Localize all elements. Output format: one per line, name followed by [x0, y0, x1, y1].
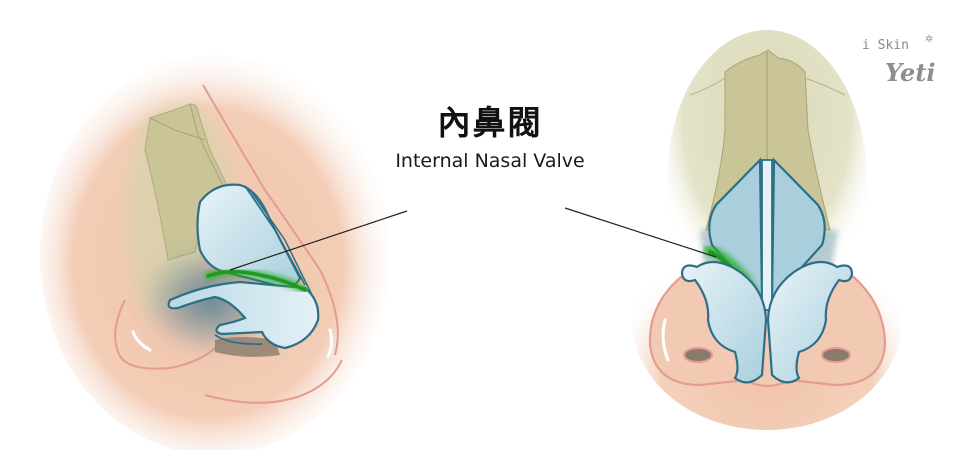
- lower-lateral-cartilage-right: [766, 260, 854, 384]
- lower-lateral-cartilage-left: [680, 260, 768, 384]
- title-english: Internal Nasal Valve: [395, 150, 585, 172]
- frontal-nose-illustration: [564, 30, 902, 430]
- septum: [761, 159, 773, 311]
- watermark-line2: Yeti: [885, 58, 936, 87]
- internal-nasal-valve-left: [206, 270, 307, 292]
- watermark-line1: i Skin: [862, 38, 909, 53]
- nostril-left: [683, 347, 713, 363]
- lower-lateral-cartilage: [167, 280, 320, 350]
- nose-dorsum-line: [202, 84, 339, 356]
- lateral-nose-illustration: [40, 55, 408, 454]
- leader-line-right: [564, 207, 717, 258]
- title-chinese: 內鼻閥: [437, 103, 543, 142]
- nostril-right: [821, 347, 851, 363]
- leader-line-left: [229, 210, 408, 271]
- upper-lateral-cartilage-right: [770, 157, 826, 303]
- upper-lateral-cartilage-left: [708, 157, 764, 303]
- watermark-star-icon: ✲: [925, 34, 934, 45]
